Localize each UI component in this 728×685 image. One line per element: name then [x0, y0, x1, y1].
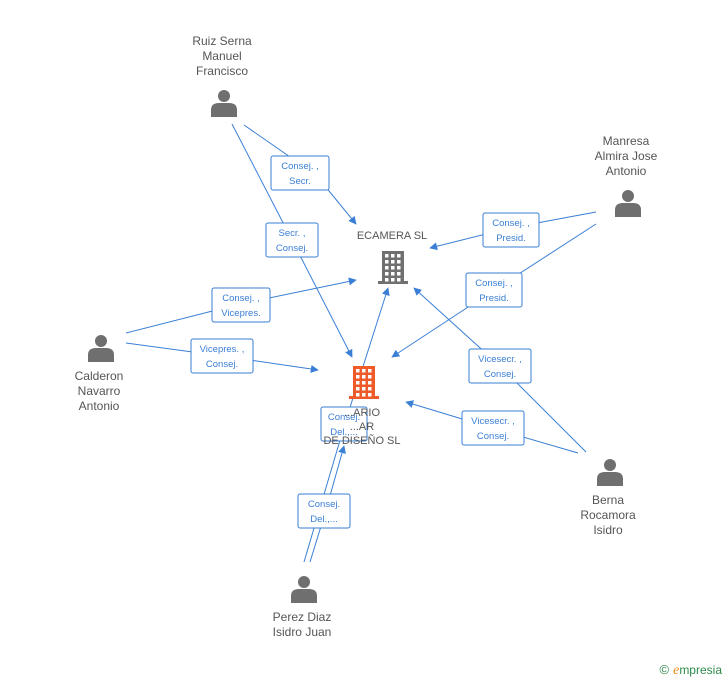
edge-label-line: Secr. — [289, 176, 311, 187]
edge-role-label[interactable]: Consej. , Presid. — [465, 272, 523, 308]
person-name-line: Manuel — [202, 49, 241, 63]
building-icon — [378, 251, 408, 284]
edge-calderon-ecamera: Consej. , Vicepres. — [125, 277, 357, 334]
edge-role-label[interactable]: Consej. Del.,... — [297, 493, 351, 529]
building-icon — [349, 366, 379, 399]
edge-ruiz-main: Secr. , Consej. — [231, 123, 353, 358]
edge-label-line: Consej. , — [492, 218, 530, 229]
edge-manresa-ecamera: Consej. , Presid. — [429, 211, 597, 251]
edge-role-label[interactable]: Consej. , Vicepres. — [211, 287, 271, 323]
edge-label-box — [211, 287, 271, 323]
person-name-line: Navarro — [78, 384, 121, 398]
edge-label-line: Consej. — [484, 369, 516, 380]
company-name-line: DE DISEÑO SL — [323, 434, 400, 447]
edge-label-box — [320, 406, 368, 442]
edge-label-line: Consej. — [206, 359, 238, 370]
edge-label-line: Presid. — [479, 293, 509, 304]
edge-berna-main: Vicesecr. , Consej. — [405, 400, 579, 454]
person-name-line: Isidro Juan — [273, 625, 332, 639]
edge-role-label[interactable]: Consej. Del.,... — [320, 406, 368, 442]
edge-role-label[interactable]: Consej. , Secr. — [270, 155, 330, 191]
copyright-symbol: © — [659, 662, 670, 677]
company-node-ecamera[interactable]: ECAMERA SL — [357, 230, 427, 284]
company-name-line: ECAMERA SL — [357, 230, 427, 242]
person-icon — [615, 190, 641, 217]
edge-label-line: Consej. — [477, 431, 509, 442]
edge-label-box — [465, 272, 523, 308]
edge-label-line: Consej. — [328, 412, 360, 423]
edge-label-line: Vicepres. , — [200, 344, 245, 355]
edge-label-line: Presid. — [496, 233, 526, 244]
brand-watermark: ©empresia — [660, 662, 723, 679]
brand-name: mpresia — [679, 663, 722, 677]
edge-role-label[interactable]: Consej. , Presid. — [482, 212, 540, 248]
edge-label-line: Consej. — [276, 243, 308, 254]
brand-logo-initial: e — [673, 663, 680, 678]
person-name-line: Rocamora — [580, 508, 636, 522]
edge-label-line: Secr. , — [279, 228, 306, 239]
person-icon — [211, 90, 237, 117]
edge-ruiz-ecamera: Consej. , Secr. — [243, 124, 357, 225]
person-name-line: Almira Jose — [595, 149, 658, 163]
person-name-line: Perez Diaz — [273, 610, 332, 624]
edge-label-box — [482, 212, 540, 248]
person-name-line: Isidro — [593, 523, 623, 537]
edge-label-box — [270, 155, 330, 191]
edge-label-line: Vicesecr. , — [478, 354, 522, 365]
edge-role-label[interactable]: Vicesecr. , Consej. — [468, 348, 532, 384]
edge-label-box — [297, 493, 351, 529]
person-name-line: Antonio — [79, 399, 120, 413]
person-name-line: Ruiz Serna — [192, 34, 252, 48]
edge-label-line: Consej. , — [475, 278, 513, 289]
person-name-line: Manresa — [603, 134, 650, 148]
edge-perez-ecamera: Consej. Del.,... — [303, 287, 390, 563]
edge-label-line: Consej. — [308, 499, 340, 510]
person-name-line: Antonio — [606, 164, 647, 178]
edge-label-line: Consej. , — [281, 161, 319, 172]
edge-role-label[interactable]: Vicesecr. , Consej. — [461, 410, 525, 446]
company-name-line: ...ARIO — [344, 407, 381, 419]
edge-calderon-main: Vicepres. , Consej. — [125, 338, 319, 374]
edge-label-box — [461, 410, 525, 446]
edge-berna-ecamera: Vicesecr. , Consej. — [413, 287, 587, 453]
edge-label-box — [190, 338, 254, 374]
person-name-line: Berna — [592, 493, 624, 507]
edge-perez-main: Consej. Del.,... — [297, 445, 351, 563]
person-icon — [597, 459, 623, 486]
person-name-line: Calderon — [75, 369, 124, 383]
person-icon — [291, 576, 317, 603]
edge-label-line: Consej. , — [222, 293, 260, 304]
edges-layer: Consej. , Secr. Secr. , Consej. Consej. , Pre… — [125, 123, 597, 563]
edge-role-label[interactable]: Vicepres. , Consej. — [190, 338, 254, 374]
edge-label-line: Vicesecr. , — [471, 416, 515, 427]
person-name-line: Francisco — [196, 64, 248, 78]
edge-label-box — [265, 222, 319, 258]
edge-label-line: Vicepres. — [221, 308, 260, 319]
edge-label-box — [468, 348, 532, 384]
person-icon — [88, 335, 114, 362]
company-name-line: ...AR — [350, 421, 375, 433]
edge-role-label[interactable]: Secr. , Consej. — [265, 222, 319, 258]
edge-label-line: Del.,... — [310, 514, 337, 525]
edge-manresa-main: Consej. , Presid. — [391, 223, 597, 358]
edge-label-line: Del.,... — [330, 427, 357, 438]
